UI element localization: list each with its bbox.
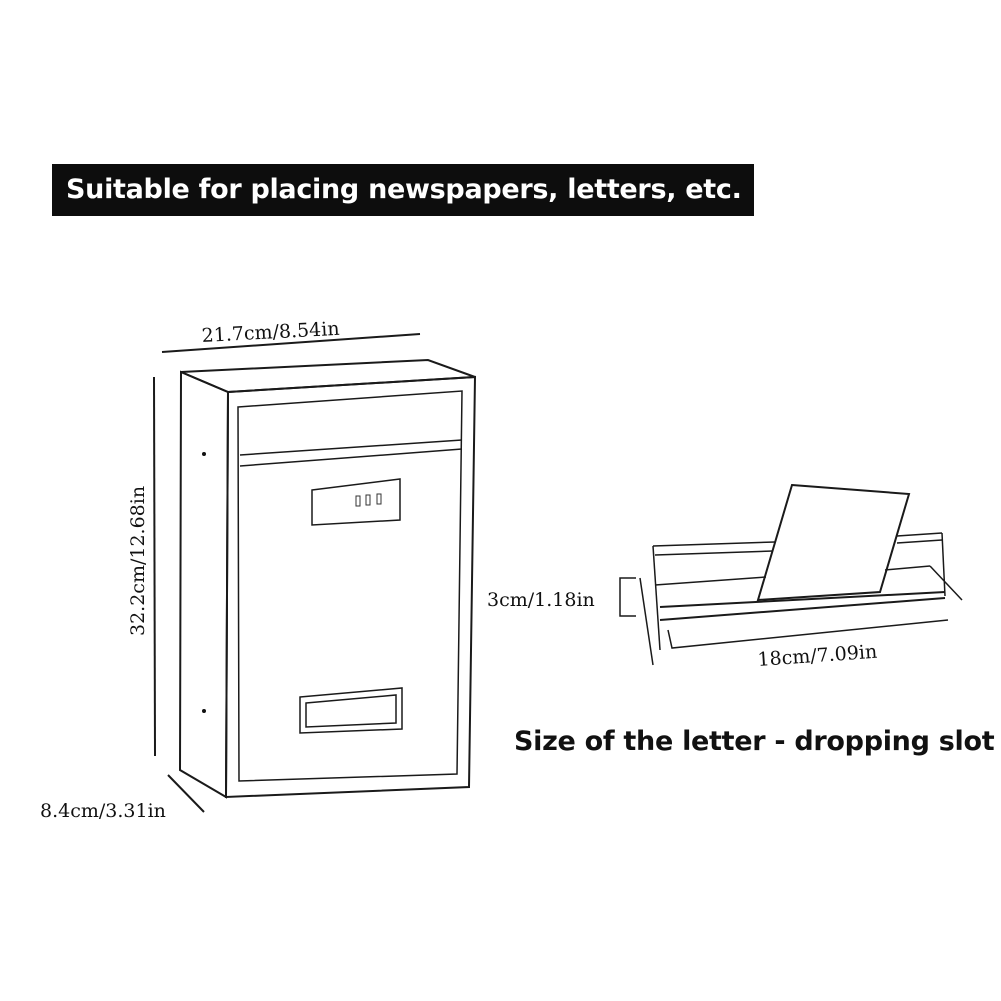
letter: [756, 483, 911, 602]
depth-dimension-line: [167, 774, 205, 813]
slot-drawing: 18cm/7.09in 3cm/1.18in: [487, 483, 963, 671]
lid-line: [239, 439, 463, 456]
mailbox-door: [237, 390, 463, 782]
slot-edge: [896, 539, 943, 544]
slot-height-label: 3cm/1.18in: [487, 589, 595, 611]
slot-length-label: 18cm/7.09in: [757, 641, 878, 671]
slot-front: [659, 591, 946, 608]
slot-edge: [896, 532, 943, 537]
slot-side: [652, 545, 661, 651]
slot-height-dimension: [619, 577, 636, 617]
mailbox-front: [224, 375, 477, 799]
mailbox-top: [180, 358, 476, 394]
length-dimension-line: [667, 619, 949, 649]
slot-side: [639, 577, 654, 666]
width-dimension-line: [161, 333, 421, 353]
height-label: 32.2cm/12.68in: [127, 486, 149, 636]
slot-caption: Size of the letter - dropping slot: [514, 726, 995, 757]
slot-side: [929, 565, 963, 601]
combination-lock: [311, 478, 401, 526]
slot-front: [659, 597, 946, 621]
retrieval-window: [299, 687, 403, 734]
width-label: 21.7cm/8.54in: [201, 318, 340, 347]
screw-hole: [202, 709, 206, 713]
height-dimension-line: [153, 376, 156, 757]
retrieval-window-inner: [305, 694, 397, 728]
slot-edge: [884, 565, 931, 571]
banner-title: Suitable for placing newspapers, letters…: [52, 164, 754, 216]
slot-edge: [654, 576, 767, 586]
slot-edge: [654, 550, 774, 556]
lock-dials: [355, 493, 382, 507]
depth-label: 8.4cm/3.31in: [40, 800, 166, 822]
mailbox-drawing: 21.7cm/8.54in 32.2cm/12.68in 8.4cm/3.31i…: [40, 318, 477, 822]
slot-edge: [652, 541, 776, 547]
lid-line: [239, 448, 463, 467]
mailbox-side: [178, 370, 230, 799]
slot-side: [941, 532, 946, 597]
screw-hole: [202, 452, 206, 456]
